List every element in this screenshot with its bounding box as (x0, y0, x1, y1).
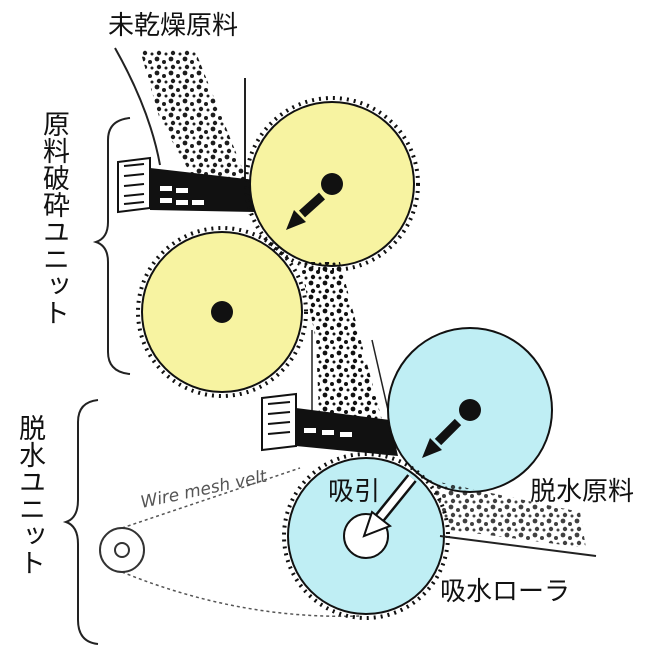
crushing-unit-bracket (92, 117, 131, 375)
wire-mesh-belt-lower (121, 571, 361, 618)
discharge-chute (439, 535, 597, 557)
dewater-feeder (261, 392, 398, 456)
label-crushing-unit: 原料破砕ユニット (38, 110, 69, 326)
label-suction-roller: 吸水ローラ (440, 577, 570, 607)
label-dewatered-material: 脱水原料 (530, 477, 634, 507)
crusher-roller-lower (136, 226, 308, 398)
label-raw-material: 未乾燥原料 (108, 11, 238, 41)
label-suction: 吸引 (328, 477, 380, 507)
roller-axle (321, 173, 343, 195)
hopper-wall-left (114, 47, 161, 166)
belt-pulley (99, 527, 145, 573)
roller-axle (211, 301, 233, 323)
dewatering-unit-bracket (62, 399, 99, 645)
dewatered-material-stream (430, 480, 586, 548)
wire-mesh-belt-upper (121, 467, 301, 529)
label-dewatering-unit: 脱水ユニット (14, 414, 45, 576)
roller-axle (459, 399, 481, 421)
rotation-arrow-crusher (286, 198, 318, 230)
suction-arrow (362, 474, 417, 538)
raw-material-stream (140, 50, 255, 215)
rotation-arrow-dewater (422, 426, 454, 458)
crusher-feeder (117, 156, 258, 214)
crushed-material-stream (300, 262, 382, 440)
label-wire-mesh-belt: Wire mesh velt (139, 466, 270, 513)
